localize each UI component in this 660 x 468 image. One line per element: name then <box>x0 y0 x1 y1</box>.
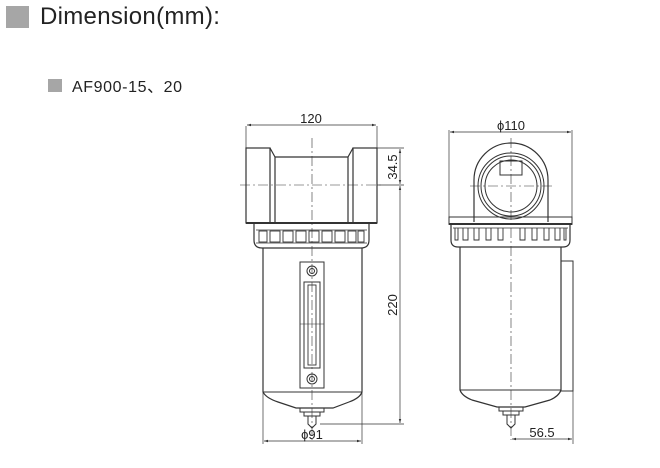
dim-bowl-diameter-label: ϕ91 <box>301 427 323 442</box>
section-heading: Dimension(mm): <box>6 2 220 32</box>
side-view <box>448 130 574 444</box>
dim-drain-offset-label: 56.5 <box>529 425 554 440</box>
subheading-bullet-icon <box>48 78 62 92</box>
front-view <box>240 123 404 444</box>
model-subheading: AF900-15、20 <box>48 74 183 96</box>
model-label: AF900-15、20 <box>72 79 183 96</box>
dim-port-height-label: 34.5 <box>385 154 400 179</box>
dim-width-label: 120 <box>300 111 322 126</box>
dim-body-diameter-label: ϕ110 <box>497 118 525 133</box>
heading-title: Dimension(mm): <box>40 3 221 30</box>
heading-bullet-icon <box>6 6 29 28</box>
dim-total-height-label: 220 <box>385 294 400 316</box>
